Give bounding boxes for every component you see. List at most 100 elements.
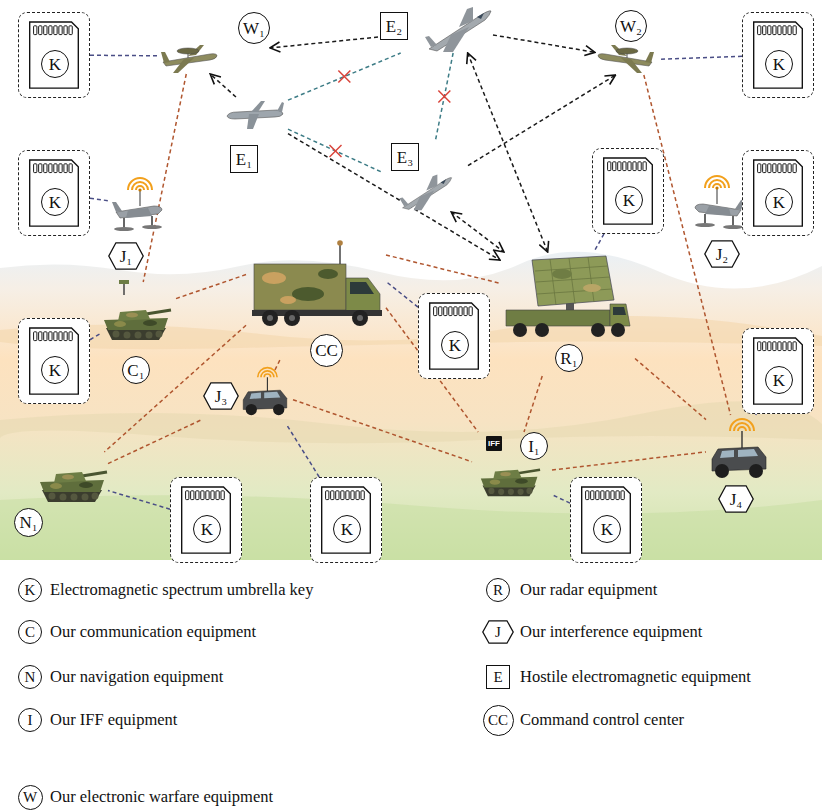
legend-text: Our electronic warfare equipment (50, 787, 273, 807)
awacs-aircraft (598, 45, 654, 73)
key-card: K (570, 477, 642, 563)
terrain-streak (0, 401, 822, 443)
detection-link (270, 37, 378, 48)
label-hexagon: J₂ (704, 240, 740, 268)
network-link (275, 360, 280, 370)
label-text: CC (488, 713, 508, 728)
key-link (386, 281, 418, 307)
label-hexagon: J₁ (108, 242, 144, 270)
key-link (90, 55, 160, 57)
label-text: K (623, 192, 635, 209)
label-text: J₃ (215, 388, 228, 405)
key-card: K (742, 150, 814, 236)
equipment-group: W₂ (595, 10, 660, 75)
legend-text: Our IFF equipment (50, 710, 177, 730)
label-text: K (49, 362, 61, 379)
ground (0, 252, 822, 560)
communication-tank (104, 310, 171, 340)
label-text: C (25, 625, 35, 640)
legend-text: Our interference equipment (520, 622, 702, 642)
key-card: K (170, 477, 242, 563)
equipment-group: E₂ (378, 5, 493, 53)
label-text: K (773, 56, 785, 73)
network-link (143, 74, 186, 282)
label-text: J₄ (730, 491, 743, 508)
label-text: K (773, 194, 785, 211)
label-circle: K (593, 515, 621, 543)
network-link (104, 325, 246, 452)
label-circle: K (765, 366, 793, 394)
antenna-head (119, 280, 129, 284)
network-link (644, 75, 731, 415)
label-circle: N (18, 665, 42, 689)
key-link (90, 333, 102, 340)
equipment-group: E₁ (222, 97, 288, 175)
iff-icon-text: IFF (486, 436, 502, 451)
equipment-group: E₃ (383, 140, 468, 212)
label-circle: I₁ (520, 432, 548, 460)
equipment-group: W₁ (160, 12, 270, 74)
legend-text: Our radar equipment (520, 580, 657, 600)
equipment-group: R₁ (500, 252, 635, 376)
label-circle: K (333, 515, 361, 543)
key-card: K (18, 150, 90, 236)
label-circle: K (41, 188, 69, 216)
iff-tank (481, 470, 540, 497)
label-text: K (449, 337, 461, 354)
blocked-link (288, 129, 383, 173)
network-link (293, 400, 472, 462)
key-link (755, 414, 757, 415)
label-circle: K (441, 331, 469, 359)
label-text: N₁ (19, 514, 37, 531)
label-text: K (201, 521, 213, 538)
equipment-group: J₁ (108, 172, 170, 272)
key-link (108, 491, 170, 510)
detection-link (288, 134, 500, 260)
label-text: I₁ (528, 438, 540, 455)
radar-vehicle (506, 256, 630, 337)
label-text: E₂ (386, 18, 402, 35)
label-square: E₃ (391, 143, 419, 171)
label-text: I (28, 713, 33, 728)
label-hexagon: J (482, 620, 514, 644)
label-circle: CC (483, 705, 514, 736)
equipment-group: C₁ (102, 282, 174, 388)
network-link (108, 419, 203, 464)
label-text: K (49, 56, 61, 73)
label-text: R₁ (560, 350, 577, 367)
label-circle: K (615, 186, 643, 214)
legend-text: Our navigation equipment (50, 667, 223, 687)
label-text: CC (315, 342, 338, 359)
label-hexagon: J₃ (203, 382, 239, 410)
label-circle: K (765, 50, 793, 78)
label-circle: K (18, 578, 42, 602)
legend-text: Hostile electromagnetic equipment (520, 667, 751, 687)
fighter-aircraft (425, 7, 491, 52)
key-card: K (18, 12, 90, 98)
key-card: K (418, 293, 490, 379)
key-link (660, 56, 742, 59)
label-text: J₂ (716, 246, 729, 263)
label-circle: CC (310, 334, 343, 367)
label-text: W (23, 790, 37, 805)
fighter-aircraft (399, 175, 451, 211)
detection-link (468, 53, 548, 252)
detection-link (210, 74, 236, 97)
label-circle: W₂ (615, 10, 647, 42)
blocked-mark (330, 145, 342, 157)
label-circle: I (18, 708, 42, 732)
label-square: E (486, 665, 510, 689)
label-text: R (493, 583, 503, 598)
key-card: K (592, 148, 664, 234)
key-link (594, 234, 604, 252)
network-link (174, 275, 246, 300)
label-text: W₂ (620, 18, 642, 35)
key-link (286, 424, 319, 477)
label-circle: W₁ (238, 12, 270, 44)
jammer-vehicle (712, 419, 766, 478)
label-circle: R₁ (555, 344, 583, 372)
equipment-group: J₂ (686, 170, 750, 270)
label-text: W₁ (243, 20, 265, 37)
